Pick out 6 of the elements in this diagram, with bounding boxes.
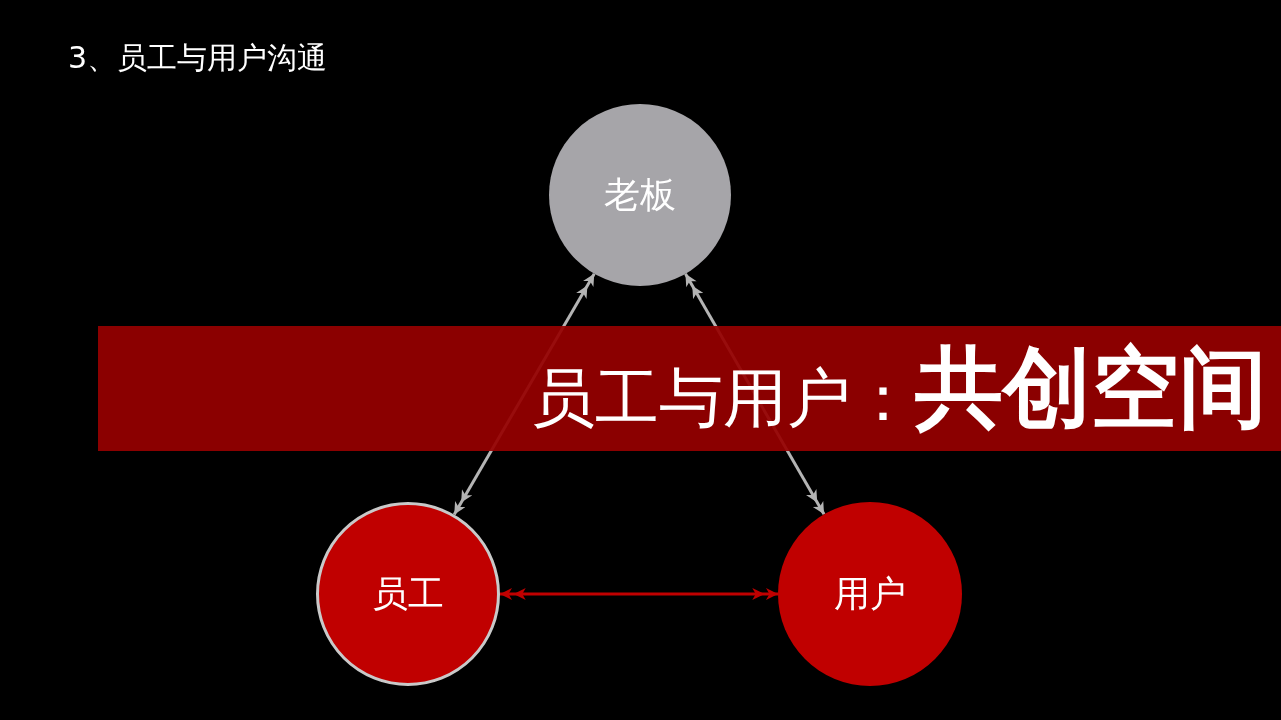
circle-label: 用户 [834, 571, 906, 616]
banner-heading: 共创空间 [915, 335, 1267, 441]
banner-text: 员工与用户： [531, 360, 915, 437]
circle-label: 老板 [604, 172, 676, 217]
title: 3、员工与用户沟通 [68, 39, 328, 77]
circle-label: 员工 [372, 571, 444, 616]
